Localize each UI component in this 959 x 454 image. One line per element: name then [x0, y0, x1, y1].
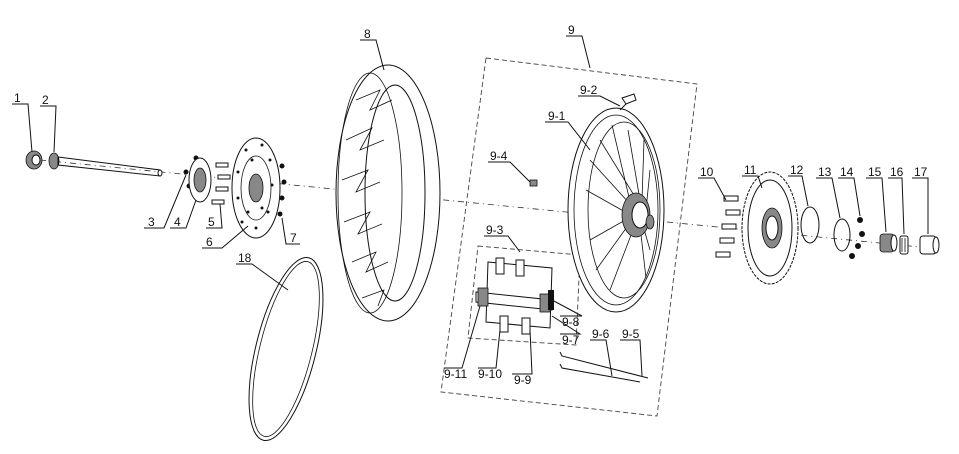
label-part-9-3: 9-3 — [486, 223, 504, 237]
spokes — [559, 351, 649, 383]
part-labels: 1 2 3 4 5 6 7 8 9 9-1 9-2 9-3 9-4 9-5 9-… — [14, 23, 928, 387]
label-part-6: 6 — [206, 235, 213, 249]
label-part-9-11: 9-11 — [444, 367, 467, 381]
label-part-4: 4 — [174, 215, 181, 229]
label-part-9-6: 9-6 — [592, 327, 610, 341]
label-part-14: 14 — [840, 165, 854, 179]
label-part-9-10: 9-10 — [478, 367, 502, 381]
label-part-9-1: 9-1 — [548, 109, 566, 123]
disc-nuts — [277, 163, 287, 217]
label-part-15: 15 — [868, 165, 882, 179]
label-part-11: 11 — [744, 163, 757, 177]
valve — [619, 93, 637, 111]
label-part-3: 3 — [148, 215, 155, 229]
label-part-12: 12 — [790, 163, 804, 177]
oil-seal — [899, 235, 909, 255]
wheel-assembly-boundary — [440, 57, 698, 417]
label-part-17: 17 — [914, 165, 928, 179]
spoked-rim — [567, 107, 665, 313]
sprocket-bolts — [715, 195, 741, 258]
bearing — [879, 233, 898, 253]
axle-shaft — [48, 152, 163, 177]
label-part-9-9: 9-9 — [514, 373, 532, 387]
label-part-9-8: 9-8 — [562, 315, 580, 329]
label-part-18: 18 — [238, 251, 252, 265]
label-part-13: 13 — [818, 165, 832, 179]
label-part-10: 10 — [700, 165, 714, 179]
collar — [919, 235, 940, 255]
brake-disc — [231, 137, 281, 239]
label-part-9-7: 9-7 — [562, 333, 580, 347]
tyre — [335, 64, 441, 322]
leader-lines — [12, 35, 929, 377]
hub-assembly-boundary — [467, 245, 581, 346]
bolts-and-plate — [183, 155, 231, 205]
label-part-9-4: 9-4 — [490, 149, 508, 163]
spacer-ring — [833, 218, 851, 252]
label-part-9-5: 9-5 — [622, 327, 640, 341]
sprocket — [741, 171, 799, 285]
small-nut — [529, 179, 538, 187]
circlip — [800, 206, 820, 244]
label-part-9-2: 9-2 — [580, 83, 598, 97]
label-part-7: 7 — [290, 231, 297, 245]
axle-nut — [25, 150, 43, 170]
label-part-5: 5 — [208, 215, 215, 229]
label-part-2: 2 — [42, 93, 49, 107]
label-part-8: 8 — [364, 27, 371, 41]
label-part-16: 16 — [890, 165, 904, 179]
label-part-9: 9 — [568, 23, 575, 37]
label-part-1: 1 — [14, 91, 21, 105]
sprocket-nuts — [849, 217, 865, 259]
rim-band — [248, 257, 324, 441]
hub-body — [475, 257, 554, 335]
